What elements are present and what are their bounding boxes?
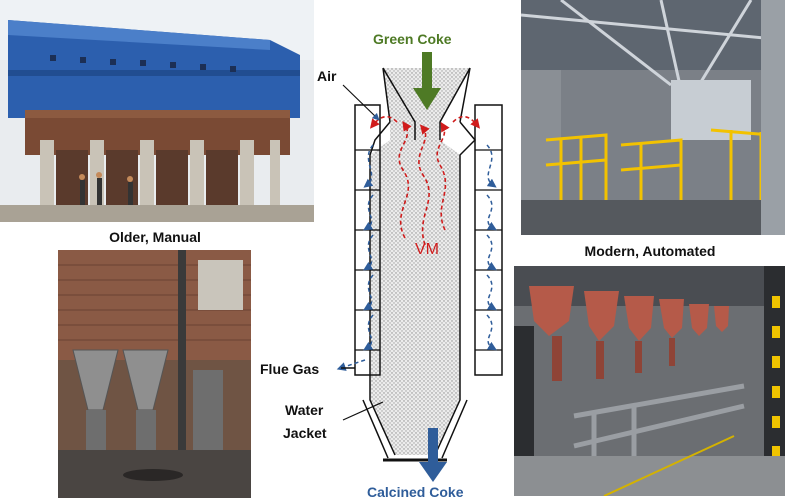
- shaft-calciner-diagram: Green Coke Air VM Flue Gas Water Jacket …: [255, 0, 515, 504]
- flue-gas-flow-left: [336, 144, 374, 371]
- green-coke-input-arrow: [413, 52, 441, 110]
- label-jacket: Jacket: [283, 425, 327, 441]
- caption-modern-automated: Modern, Automated: [584, 243, 716, 259]
- label-green-coke: Green Coke: [373, 31, 452, 47]
- caption-older-manual: Older, Manual: [109, 229, 201, 245]
- left-flue-box: [354, 104, 381, 376]
- label-calcined-coke: Calcined Coke: [367, 484, 464, 500]
- label-air: Air: [317, 68, 337, 84]
- coke-column: [370, 68, 470, 455]
- label-flue-gas: Flue Gas: [260, 361, 319, 377]
- right-flue-box: [474, 104, 503, 376]
- photo-older-calciner-exterior: [0, 0, 314, 222]
- label-water: Water: [285, 402, 324, 418]
- photo-older-calciner-interior: [58, 250, 251, 498]
- flue-gas-flow-right: [486, 144, 497, 351]
- air-pointer: [342, 84, 380, 121]
- label-vm: VM: [415, 241, 439, 258]
- calciner-vessel-outline: [382, 67, 471, 140]
- water-jacket-pointer: [342, 401, 384, 421]
- photo-modern-calciner-interior: [521, 0, 785, 235]
- calcined-coke-output-arrow: [419, 428, 447, 482]
- volatile-matter-flow: [369, 115, 481, 246]
- photo-modern-calciner-hoppers: [514, 266, 785, 496]
